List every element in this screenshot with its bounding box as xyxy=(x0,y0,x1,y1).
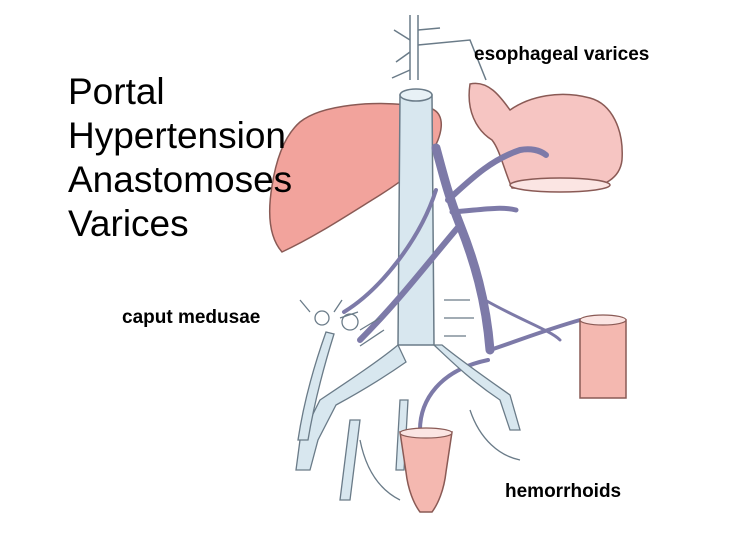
colon-opening xyxy=(579,314,627,326)
colon-segment xyxy=(579,319,627,399)
systemic-veins xyxy=(295,331,521,501)
title-line-anastomoses: Anastomoses xyxy=(68,159,293,200)
slide-title: Portal Hypertension Anastomoses Varices xyxy=(68,70,292,246)
label-esophageal-varices: esophageal varices xyxy=(474,44,650,65)
stomach-opening xyxy=(509,177,611,193)
label-caput-medusae: caput medusae xyxy=(122,307,261,328)
rectum xyxy=(399,431,453,513)
title-line-hypertension: Hypertension xyxy=(68,115,287,156)
title-line-portal: Portal xyxy=(68,71,165,112)
inferior-vena-cava xyxy=(397,94,435,346)
label-hemorrhoids: hemorrhoids xyxy=(505,481,622,502)
title-line-varices: Varices xyxy=(68,203,189,244)
portal-venous-system xyxy=(342,143,582,432)
rectum-opening xyxy=(399,427,453,439)
ivc-opening xyxy=(399,88,433,102)
stomach xyxy=(468,82,623,189)
azygos-tributaries xyxy=(391,15,487,81)
iliac-branches xyxy=(359,299,521,501)
caput-medusae-vessels xyxy=(299,299,359,331)
